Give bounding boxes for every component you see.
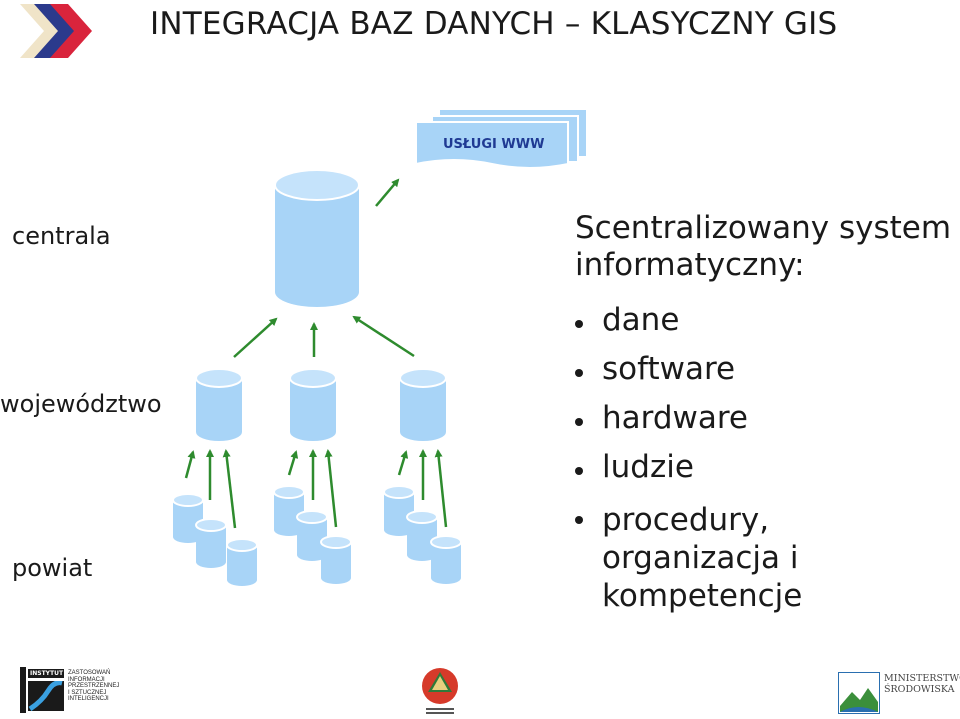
regional-database-cylinder [399, 368, 447, 441]
level-label-central: centrala [12, 222, 111, 250]
arrow-district-to-regional [324, 449, 338, 528]
level-label-regional: województwo [0, 390, 162, 418]
district-database-cylinder [430, 535, 462, 584]
features-list: dane software hardware ludzie procedury,… [575, 305, 802, 633]
bullet-icon [575, 467, 583, 475]
system-heading: Scentralizowany system informatyczny: [575, 210, 952, 283]
district-database-cylinder [195, 518, 227, 568]
ministry-logo-icon [838, 672, 880, 714]
arrow-regional-to-central [352, 315, 415, 358]
ministry-logo: MINISTERSTWO ŚRODOWISKA [838, 670, 960, 716]
regional-database-cylinder [289, 368, 337, 441]
district-database-cylinder [172, 493, 204, 543]
level-label-district: powiat [12, 554, 93, 582]
institute-logo: INSTYTUT ZASTOSOWAŃ INFORMACJI PRZESTRZE… [20, 667, 130, 713]
bullet-icon [575, 369, 583, 377]
bullet-icon [575, 516, 583, 524]
list-item: dane [575, 305, 802, 336]
central-database-cylinder [274, 169, 360, 307]
header-logo-icon [20, 4, 92, 58]
bullet-icon [575, 418, 583, 426]
district-database-cylinder [320, 535, 352, 584]
district-database-cylinder [296, 510, 328, 561]
regional-database-cylinder [195, 368, 243, 441]
arrow-regional-to-central [233, 317, 278, 358]
bullet-icon [575, 320, 583, 328]
list-item: software [575, 354, 802, 385]
district-database-cylinder [226, 538, 258, 586]
arrow-district-to-regional [222, 449, 237, 529]
list-item: hardware [575, 403, 802, 434]
arrow-district-to-regional [287, 450, 299, 476]
list-item: ludzie [575, 452, 802, 483]
arrow-to-web-services [375, 178, 400, 207]
district-database-cylinder [406, 510, 438, 561]
institute-logo-icon [28, 681, 64, 711]
web-services-label: USŁUGI WWW [443, 137, 545, 152]
arrow-district-to-regional [397, 450, 409, 476]
page-title: INTEGRACJA BAZ DANYCH – KLASYCZNY GIS [150, 6, 838, 42]
arrow-district-to-regional [434, 449, 448, 528]
web-services-stack [415, 110, 586, 169]
district-database-cylinder [273, 485, 305, 536]
list-item: procedury, organizacja i kompetencje [575, 501, 802, 615]
district-database-cylinder [383, 485, 415, 536]
database-hierarchy-diagram [172, 169, 462, 586]
arrow-district-to-regional [184, 450, 196, 479]
emblem-logo-icon [422, 668, 458, 714]
